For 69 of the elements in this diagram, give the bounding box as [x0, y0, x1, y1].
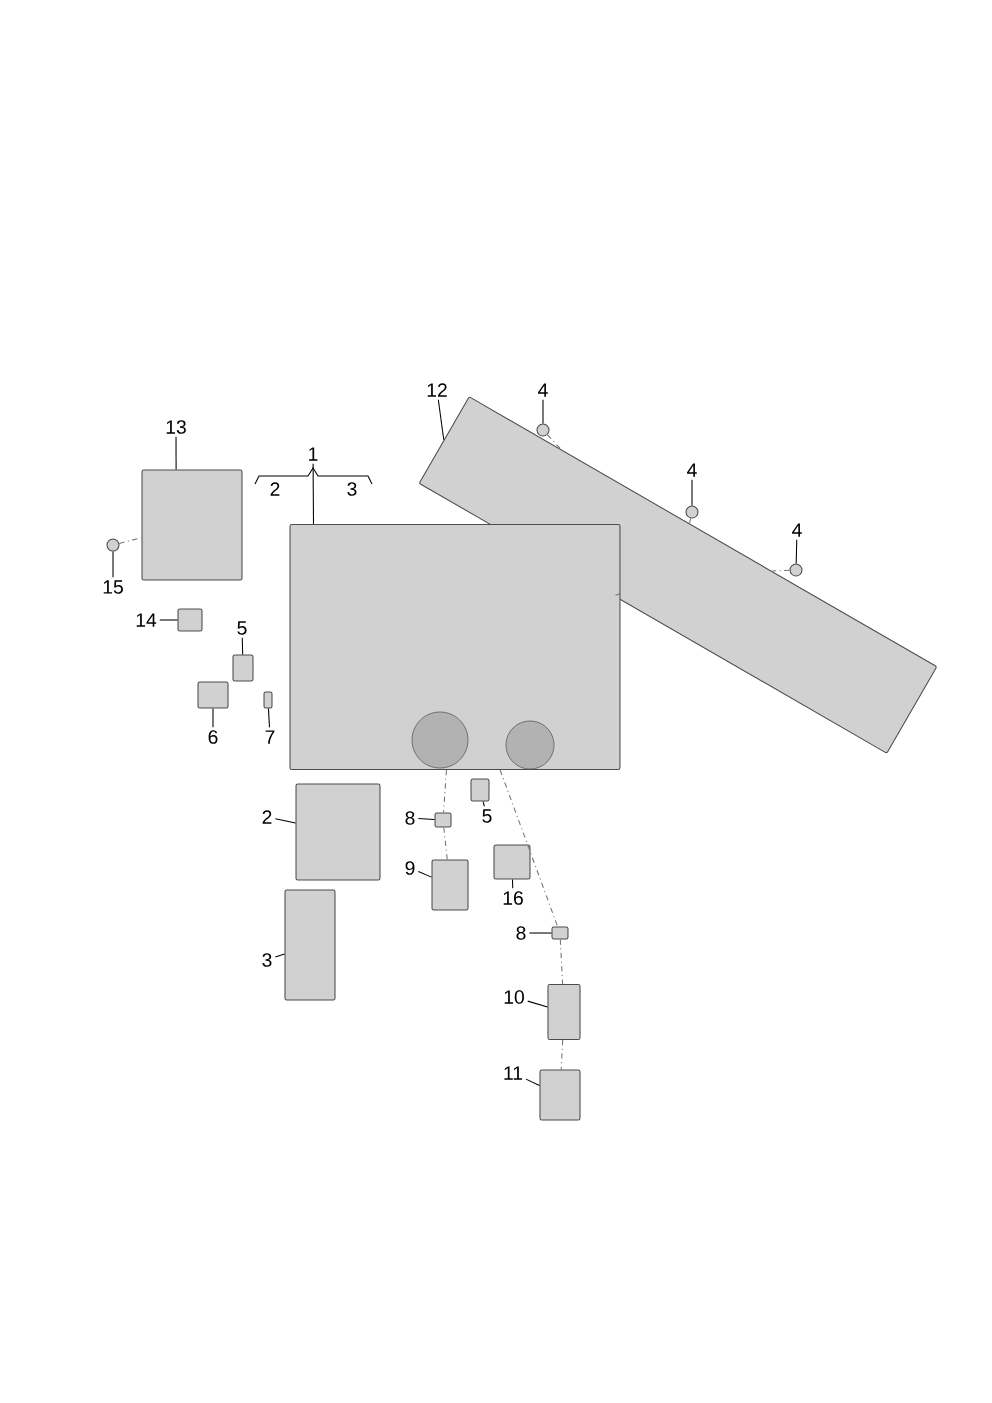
callout-number: 8	[516, 926, 526, 940]
callout-number: 15	[103, 580, 123, 594]
screw	[263, 691, 273, 709]
assembly-line	[559, 939, 564, 985]
grommet	[434, 812, 452, 828]
nut	[536, 423, 550, 437]
callout-number: 7	[265, 730, 275, 744]
filter	[295, 783, 381, 881]
callout-number: 11	[504, 1066, 523, 1080]
callout-number: 1	[309, 447, 318, 461]
mount	[197, 681, 229, 709]
leader-line	[527, 1000, 548, 1008]
bracket-part	[177, 608, 203, 632]
callout-number: 3	[262, 953, 272, 967]
callout-number: 5	[482, 809, 492, 823]
glovebox-cover	[141, 469, 243, 581]
assembly-line	[771, 569, 790, 572]
leader-line	[159, 619, 178, 621]
callout-number: 14	[136, 613, 157, 627]
leader-line	[691, 479, 693, 506]
leader-line	[274, 953, 285, 958]
holder	[539, 1069, 581, 1121]
assembly-line	[443, 769, 447, 813]
leader-line	[175, 436, 177, 471]
seal	[232, 654, 254, 682]
leader-line	[241, 637, 244, 655]
leader-line	[267, 708, 270, 728]
leader-line	[482, 801, 485, 807]
seal	[470, 778, 490, 802]
callout-number: 4	[792, 523, 802, 537]
callout-number: 13	[166, 420, 186, 434]
callout-number: 6	[208, 730, 218, 744]
callout-number: 8	[405, 811, 415, 825]
leader-line	[511, 879, 514, 889]
actuator	[493, 844, 531, 880]
callout-number: 5	[237, 621, 247, 635]
leader-line	[528, 932, 552, 934]
grommet	[551, 926, 569, 940]
heater-unit	[289, 524, 621, 770]
frame	[419, 396, 937, 754]
assembly-line	[612, 593, 622, 597]
leader-line	[542, 399, 544, 424]
leader-line	[525, 1078, 540, 1086]
callout-number: 12	[427, 383, 447, 397]
assembly-line	[443, 827, 448, 860]
leader-line	[437, 399, 445, 441]
air-duct	[284, 889, 336, 1001]
sensor	[431, 859, 469, 911]
callout-number: 9	[405, 861, 415, 875]
callout-number: 3	[347, 482, 357, 496]
callout-number: 10	[504, 990, 524, 1004]
assembly-line	[688, 517, 692, 524]
sensor	[547, 984, 581, 1041]
leader-line	[417, 871, 432, 878]
leader-line	[112, 551, 114, 578]
leader-line	[795, 539, 798, 564]
callout-number: 4	[687, 463, 697, 477]
nut	[106, 538, 120, 552]
leader-line	[312, 463, 314, 525]
assembly-line	[546, 434, 562, 450]
callout-number: 4	[538, 383, 548, 397]
callout-number: 2	[262, 810, 272, 824]
leader-line	[212, 708, 214, 728]
nut	[685, 505, 699, 519]
callout-number: 16	[503, 891, 523, 905]
leader-line	[274, 818, 296, 824]
leader-line	[417, 818, 435, 820]
nut	[789, 563, 803, 577]
callout-number: 2	[270, 482, 280, 496]
